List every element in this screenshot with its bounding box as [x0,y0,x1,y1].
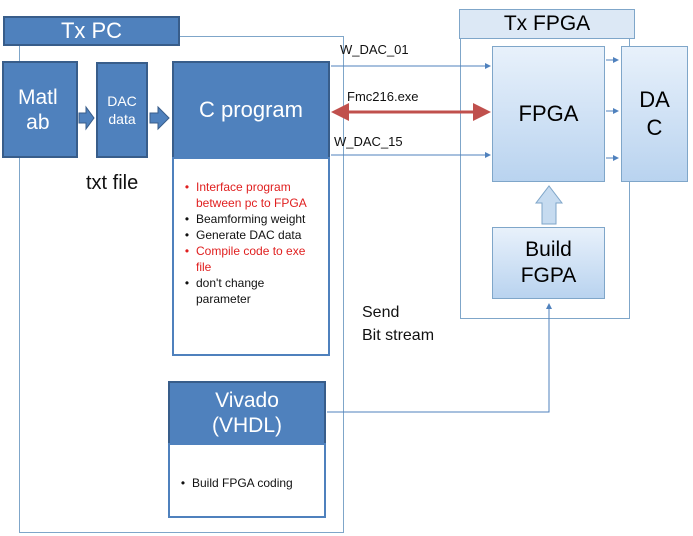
matlab-block: Matl ab [2,61,78,158]
bullet-icon: • [184,212,190,226]
build-fpga-label: Build FGPA [520,238,577,287]
c-program-note-text: Interface program between pc to FPGA [196,180,307,210]
c-program-notes: • Interface program between pc to FPGA • Be… [172,157,330,356]
c-program-note-item: • Generate DAC data [178,227,322,243]
matlab-label: Matl ab [18,85,58,134]
build-fpga-block: Build FGPA [492,227,605,299]
txt-file-label: txt file [86,172,139,194]
tx-pc-title: Tx PC [3,16,180,46]
c-program-note-item: • Beamforming weight [178,211,322,227]
fpga-block: FPGA [492,46,605,182]
c-program-note-item: • don't change parameter [178,275,322,307]
vivado-note-item: • Build FPGA coding [174,475,318,491]
dac-data-block: DAC data [96,62,148,158]
build-to-fpga-arrow [534,185,564,225]
send-bitstream-label: Send Bit stream [362,304,435,344]
fpga-label: FPGA [518,101,579,126]
vivado-label: Vivado (VHDL) [211,389,282,437]
w-dac-01-label: W_DAC_01 [340,42,409,57]
dac-to-c-arrow [149,105,170,131]
w-dac-15-label: W_DAC_15 [334,134,403,149]
c-program-note-item: • Interface program between pc to FPGA [178,179,322,211]
tx-pc-region [19,36,344,533]
c-program-block: C program [172,61,330,159]
c-program-note-text: Compile code to exe file [196,244,306,274]
vivado-notes-list: • Build FPGA coding [174,475,318,491]
c-program-note-text: Generate DAC data [196,228,302,242]
c-program-note-text: don't change parameter [196,276,265,306]
tx-fpga-title: Tx FPGA [459,9,635,39]
tx-pc-title-text: Tx PC [60,18,123,43]
fmc216-label: Fmc216.exe [347,89,419,104]
vivado-notes: • Build FPGA coding [168,443,326,518]
bullet-icon: • [184,180,190,194]
c-program-notes-list: • Interface program between pc to FPGA • Be… [178,179,322,307]
c-program-note-text: Beamforming weight [196,212,306,226]
dac-block: DA C [621,46,688,182]
bullet-icon: • [180,476,186,490]
c-program-label: C program [199,97,303,122]
dac-data-label: DAC data [107,93,137,127]
tx-fpga-title-text: Tx FPGA [503,12,591,35]
matlab-to-dac-arrow [78,105,95,131]
vivado-to-build-line [327,303,552,413]
bullet-icon: • [184,276,190,290]
bullet-icon: • [184,228,190,242]
vivado-block: Vivado (VHDL) [168,381,326,445]
vivado-note-text: Build FPGA coding [192,476,293,490]
c-program-note-item: • Compile code to exe file [178,243,322,275]
dac-label: DA C [639,87,670,140]
bullet-icon: • [184,244,190,258]
